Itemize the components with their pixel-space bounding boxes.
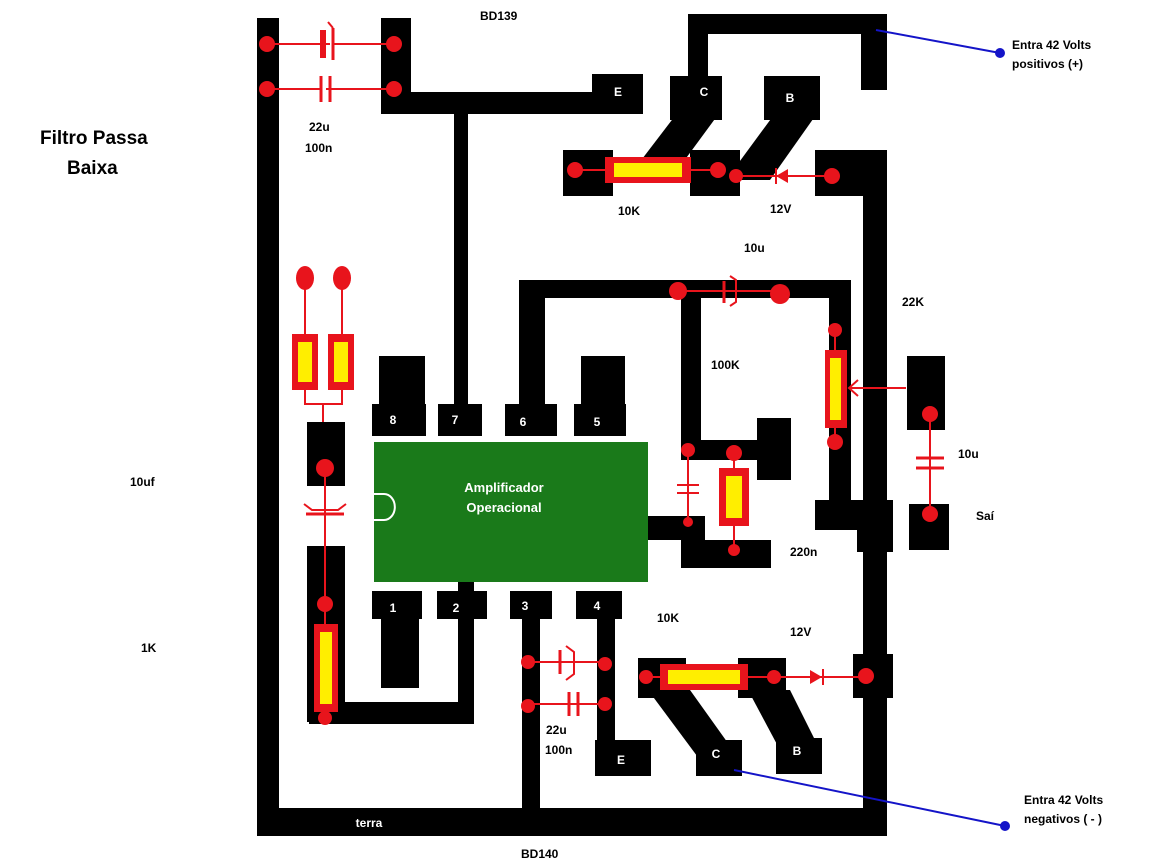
positive-supply-line2: positivos (+) (1012, 57, 1083, 71)
cap-fb-10u-label: 10u (744, 241, 765, 255)
pin-4-label: 4 (594, 599, 601, 613)
cap-bottom-22u-label: 22u (546, 723, 567, 737)
bd139-c-label: C (700, 85, 709, 99)
cap-bottom-100n-label: 100n (545, 743, 572, 757)
cap-top-22u-label: 22u (309, 120, 330, 134)
pin-7-label: 7 (452, 413, 459, 427)
pin-6-label: 6 (520, 415, 527, 429)
res-input-1k-label: 1K (141, 641, 157, 655)
bd139-label: BD139 (480, 9, 518, 23)
bd140-b-label: B (793, 744, 802, 758)
negative-supply-line2: negativos ( - ) (1024, 812, 1102, 826)
negative-supply-line1: Entra 42 Volts (1024, 793, 1103, 807)
capacitor-22u-top (259, 21, 402, 60)
ground-label: terra (356, 816, 383, 830)
chip-label-line2: Operacional (466, 500, 541, 515)
zener-12v-bottom (774, 668, 874, 685)
cap-top-100n-label: 100n (305, 141, 332, 155)
zener-12v-top (729, 168, 840, 184)
res-100k-label: 100K (711, 358, 740, 372)
bd139-b-label: B (786, 91, 795, 105)
pin-8-label: 8 (390, 413, 397, 427)
cap-220n-label: 220n (790, 545, 817, 559)
pot-22k-label: 22K (902, 295, 924, 309)
resistor-10k-top (567, 157, 726, 183)
supply-wires (733, 29, 1010, 831)
positive-supply-line1: Entra 42 Volts (1012, 38, 1091, 52)
input-resistor-pair (292, 266, 354, 422)
pin-2-label: 2 (453, 601, 460, 615)
output-label: Saí (976, 509, 995, 523)
transistor-pin-labels: E C B E C B (614, 85, 802, 767)
capacitor-10u-output (916, 406, 944, 522)
pin-5-label: 5 (594, 415, 601, 429)
bd140-c-label: C (712, 747, 721, 761)
capacitor-10uf-input (303, 459, 347, 612)
cap-out-10u-label: 10u (958, 447, 979, 461)
pin-1-label: 1 (390, 601, 397, 615)
diagram-title-line2: Baixa (67, 158, 118, 179)
cap-input-10uf-label: 10uf (130, 475, 156, 489)
red-components (259, 21, 944, 725)
zener-top-12v-label: 12V (770, 202, 791, 216)
capacitor-10u-feedback (669, 275, 790, 307)
resistor-1k (314, 604, 338, 725)
capacitor-100n-top (259, 76, 402, 102)
capacitor-220n (677, 443, 699, 527)
ic-pin-labels: 8 7 6 5 1 2 3 4 (390, 413, 601, 615)
bd140-label: BD140 (521, 847, 559, 861)
pin-3-label: 3 (522, 599, 529, 613)
diagram-title-line1: Filtro Passa (40, 128, 148, 149)
chip-label-line1: Amplificador (464, 480, 543, 495)
zener-bottom-12v-label: 12V (790, 625, 811, 639)
bd139-e-label: E (614, 85, 622, 99)
capacitor-100n-bottom (521, 692, 612, 716)
text-labels: Filtro Passa Baixa BD139 BD140 22u 100n … (40, 9, 1103, 861)
resistor-10k-bottom (639, 664, 781, 690)
resistor-100k (719, 445, 749, 556)
bd140-e-label: E (617, 753, 625, 767)
potentiometer-22k (825, 323, 906, 450)
res-top-10k-label: 10K (618, 204, 640, 218)
capacitor-22u-bottom (521, 645, 612, 681)
opamp-chip: Amplificador Operacional (374, 442, 648, 582)
res-bottom-10k-label: 10K (657, 611, 679, 625)
